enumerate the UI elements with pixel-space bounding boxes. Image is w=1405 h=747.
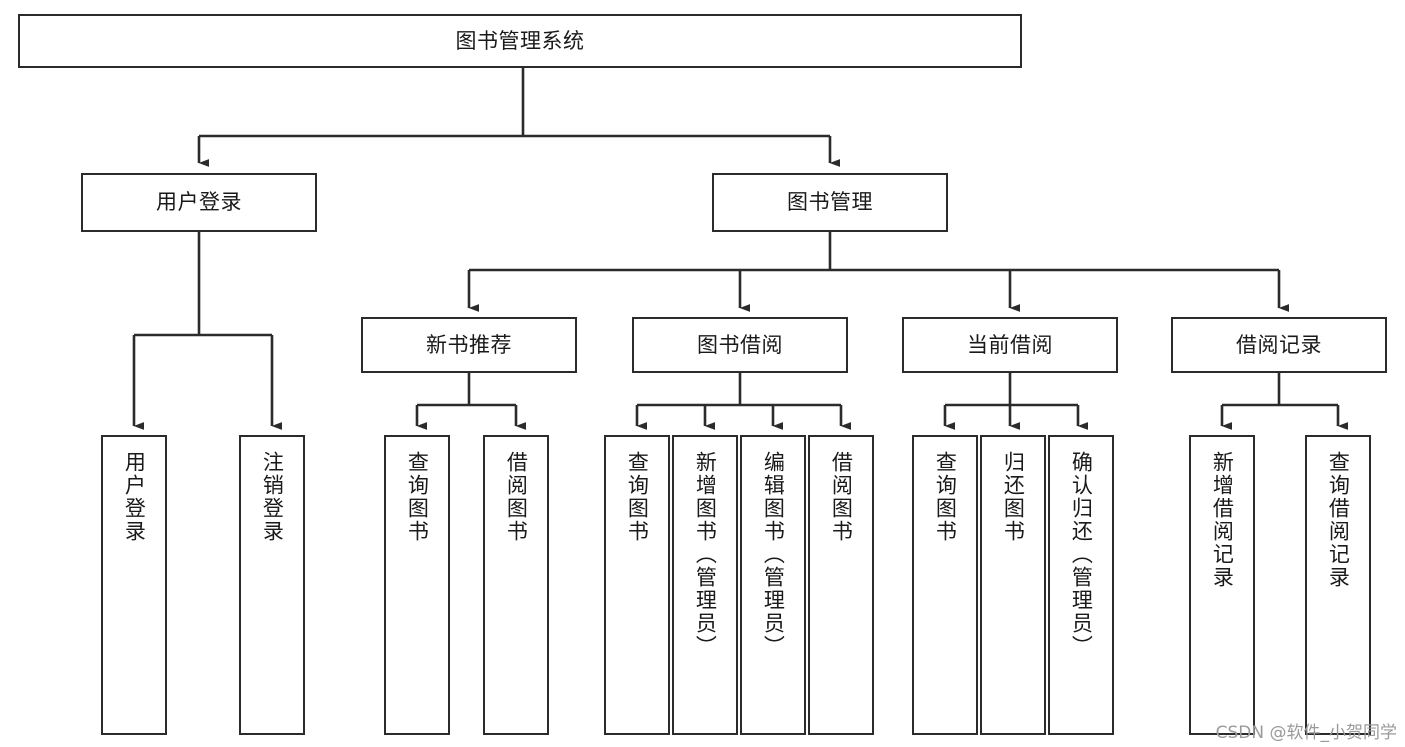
node-borrow-record[interactable]: 借阅记录 xyxy=(1171,317,1387,373)
node-leaf-query-book-1[interactable]: 查询图书 xyxy=(384,435,450,735)
node-root-label: 图书管理系统 xyxy=(455,28,585,53)
watermark-text: CSDN @软件_小贺同学 xyxy=(1215,723,1397,743)
node-leaf-confirm-return-label: 确认归还（管理员） xyxy=(1069,451,1094,658)
node-leaf-confirm-return[interactable]: 确认归还（管理员） xyxy=(1048,435,1114,735)
node-leaf-add-record[interactable]: 新增借阅记录 xyxy=(1189,435,1255,735)
node-new-book-recommend[interactable]: 新书推荐 xyxy=(361,317,577,373)
node-leaf-borrow-book-2[interactable]: 借阅图书 xyxy=(808,435,874,735)
node-leaf-return-book-label: 归还图书 xyxy=(1001,451,1026,543)
node-current-borrow[interactable]: 当前借阅 xyxy=(902,317,1118,373)
node-user-login-label: 用户登录 xyxy=(156,190,242,215)
node-leaf-add-record-label: 新增借阅记录 xyxy=(1210,451,1235,589)
node-leaf-user-logout-label: 注销登录 xyxy=(260,451,285,543)
node-book-borrow-label: 图书借阅 xyxy=(697,332,783,357)
node-leaf-add-book-label: 新增图书（管理员） xyxy=(693,451,718,658)
node-leaf-query-record[interactable]: 查询借阅记录 xyxy=(1305,435,1371,735)
node-user-login[interactable]: 用户登录 xyxy=(81,173,317,232)
node-leaf-return-book[interactable]: 归还图书 xyxy=(980,435,1046,735)
node-new-book-recommend-label: 新书推荐 xyxy=(426,332,512,357)
node-leaf-user-logout[interactable]: 注销登录 xyxy=(239,435,305,735)
node-leaf-add-book[interactable]: 新增图书（管理员） xyxy=(672,435,738,735)
node-current-borrow-label: 当前借阅 xyxy=(967,332,1053,357)
node-leaf-query-book-2-label: 查询图书 xyxy=(625,451,650,543)
node-leaf-query-book-2[interactable]: 查询图书 xyxy=(604,435,670,735)
node-leaf-user-login-label: 用户登录 xyxy=(122,451,147,543)
node-leaf-query-record-label: 查询借阅记录 xyxy=(1326,451,1351,589)
node-root[interactable]: 图书管理系统 xyxy=(18,14,1022,68)
node-leaf-edit-book[interactable]: 编辑图书（管理员） xyxy=(740,435,806,735)
node-leaf-borrow-book-1[interactable]: 借阅图书 xyxy=(483,435,549,735)
node-book-borrow[interactable]: 图书借阅 xyxy=(632,317,848,373)
node-leaf-borrow-book-2-label: 借阅图书 xyxy=(829,451,854,543)
node-book-manage[interactable]: 图书管理 xyxy=(712,173,948,232)
node-leaf-query-book-3[interactable]: 查询图书 xyxy=(912,435,978,735)
node-leaf-query-book-1-label: 查询图书 xyxy=(405,451,430,543)
node-book-manage-label: 图书管理 xyxy=(787,190,873,215)
node-leaf-edit-book-label: 编辑图书（管理员） xyxy=(761,451,786,658)
node-leaf-user-login[interactable]: 用户登录 xyxy=(101,435,167,735)
node-leaf-query-book-3-label: 查询图书 xyxy=(933,451,958,543)
node-borrow-record-label: 借阅记录 xyxy=(1236,332,1322,357)
node-leaf-borrow-book-1-label: 借阅图书 xyxy=(504,451,529,543)
